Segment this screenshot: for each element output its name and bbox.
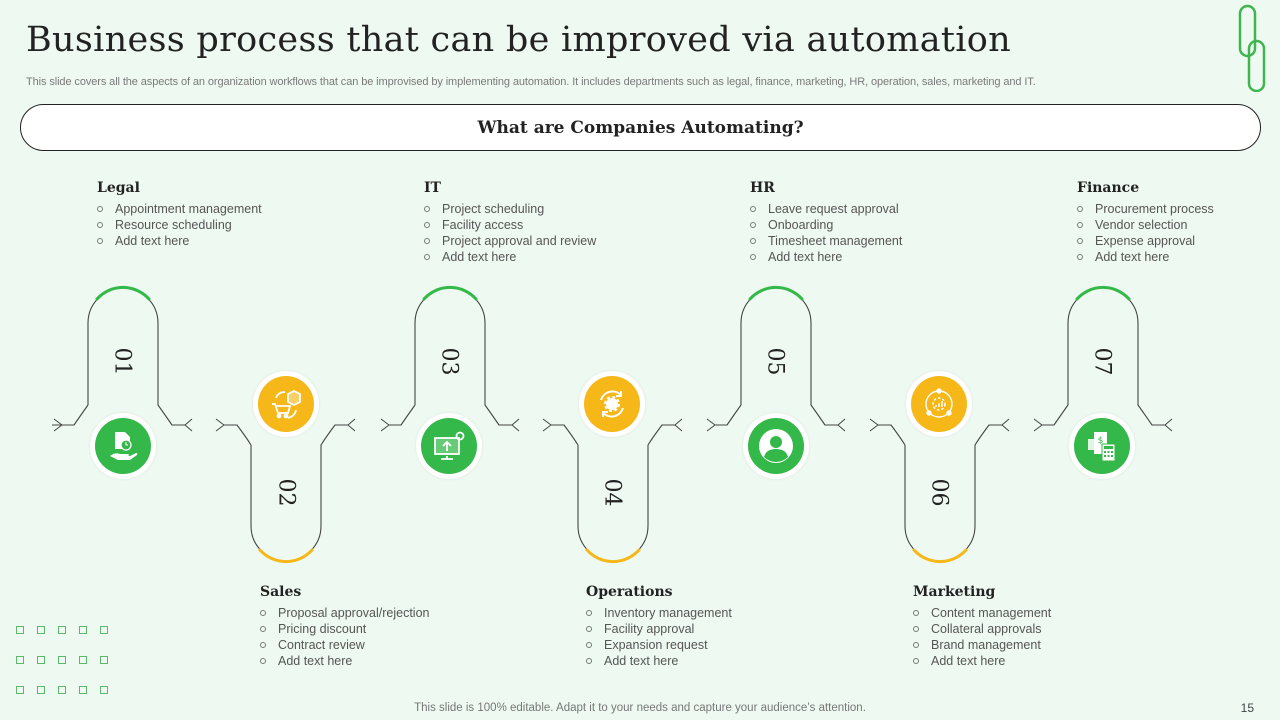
- chain-link-icon: [1238, 4, 1266, 92]
- list-item: Add text here: [586, 653, 732, 669]
- list-item: Collateral approvals: [913, 621, 1051, 637]
- svg-text:$: $: [1098, 436, 1104, 446]
- dept-block-finance: Finance Procurement process Vendor selec…: [1077, 180, 1214, 265]
- list-item: Onboarding: [750, 217, 902, 233]
- list-item: Contract review: [260, 637, 429, 653]
- list-item: Add text here: [260, 653, 429, 669]
- list-item: Pricing discount: [260, 621, 429, 637]
- decorative-square-grid: [16, 626, 109, 694]
- list-item: Facility access: [424, 217, 596, 233]
- tab-outline-04: [577, 424, 675, 562]
- list-item: Project scheduling: [424, 201, 596, 217]
- step-number-02: 02: [273, 478, 299, 507]
- step-icon-marketing: [906, 371, 972, 437]
- list-item: Add text here: [97, 233, 262, 249]
- gear-cycle-icon: [600, 390, 624, 418]
- banner-title: What are Companies Automating?: [477, 117, 804, 138]
- tab-outline-02: [250, 424, 348, 562]
- step-number-07: 07: [1089, 347, 1115, 376]
- step-icon-it: [416, 413, 482, 479]
- section-banner: What are Companies Automating?: [20, 104, 1261, 151]
- list-item: Procurement process: [1077, 201, 1214, 217]
- dept-block-hr: HR Leave request approval Onboarding Tim…: [750, 180, 902, 265]
- tab-outline-03: [414, 287, 512, 426]
- list-item: Proposal approval/rejection: [260, 605, 429, 621]
- dept-block-it: IT Project scheduling Facility access Pr…: [424, 180, 596, 265]
- list-item: Expense approval: [1077, 233, 1214, 249]
- slide-title: Business process that can be improved vi…: [26, 20, 1011, 60]
- dept-title: Marketing: [913, 584, 996, 600]
- list-item: Inventory management: [586, 605, 732, 621]
- slide-subtitle: This slide covers all the aspects of an …: [26, 76, 1036, 88]
- step-number-04: 04: [599, 478, 625, 507]
- step-number-03: 03: [436, 347, 462, 376]
- tab-outline-07: [1067, 287, 1165, 426]
- dept-block-marketing: Marketing Content management Collateral …: [913, 584, 1051, 669]
- tab-outline-05: [740, 287, 838, 426]
- step-number-06: 06: [926, 478, 952, 507]
- step-icon-sales: [253, 371, 319, 437]
- tab-outline-01: [87, 287, 185, 426]
- list-item: Facility approval: [586, 621, 732, 637]
- footer-note: This slide is 100% editable. Adapt it to…: [414, 702, 866, 714]
- cart-box-exchange-icon: [272, 389, 301, 419]
- dept-title: Legal: [97, 180, 140, 196]
- step-icon-legal: [90, 413, 156, 479]
- dept-title: Sales: [260, 584, 302, 600]
- step-icon-finance: $: [1069, 413, 1135, 479]
- dept-block-operations: Operations Inventory management Facility…: [586, 584, 732, 669]
- step-icon-hr: [743, 413, 809, 479]
- step-number-05: 05: [762, 347, 788, 376]
- user-avatar-icon: [759, 429, 793, 463]
- list-item: Add text here: [750, 249, 902, 265]
- list-item: Leave request approval: [750, 201, 902, 217]
- document-hand-icon: [110, 432, 138, 460]
- list-item: Project approval and review: [424, 233, 596, 249]
- page-number: 15: [1240, 701, 1254, 715]
- dept-title: IT: [424, 180, 441, 196]
- list-item: Add text here: [913, 653, 1051, 669]
- marketing-cycle-icon: [925, 388, 953, 418]
- dept-title: Finance: [1077, 180, 1140, 196]
- list-item: Add text here: [424, 249, 596, 265]
- list-item: Resource scheduling: [97, 217, 262, 233]
- dept-block-sales: Sales Proposal approval/rejection Pricin…: [260, 584, 429, 669]
- list-item: Timesheet management: [750, 233, 902, 249]
- tab-outline-06: [904, 424, 1002, 562]
- step-number-01: 01: [109, 347, 135, 376]
- list-item: Appointment management: [97, 201, 262, 217]
- step-icon-operations: [579, 371, 645, 437]
- list-item: Add text here: [1077, 249, 1214, 265]
- list-item: Expansion request: [586, 637, 732, 653]
- dept-block-legal: Legal Appointment management Resource sc…: [97, 180, 262, 249]
- dept-title: Operations: [586, 584, 673, 600]
- calculator-receipt-icon: $: [1088, 432, 1116, 462]
- dept-title: HR: [750, 180, 775, 196]
- monitor-upload-gear-icon: [434, 431, 465, 460]
- list-item: Content management: [913, 605, 1051, 621]
- list-item: Brand management: [913, 637, 1051, 653]
- list-item: Vendor selection: [1077, 217, 1214, 233]
